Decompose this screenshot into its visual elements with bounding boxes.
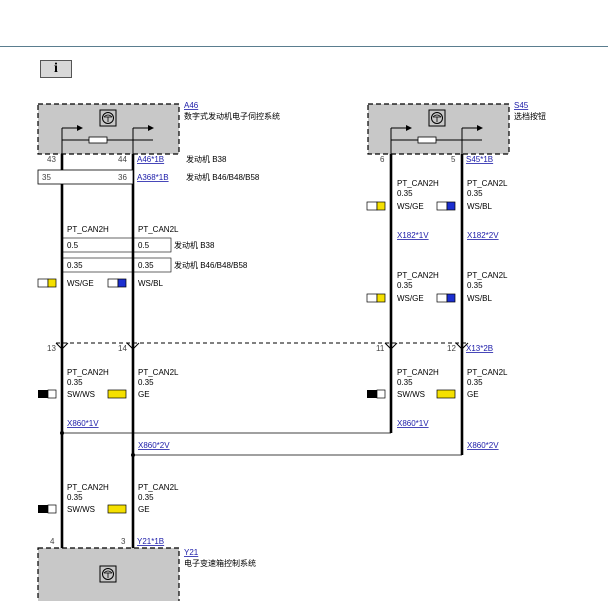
swatch-ws-bl (436, 293, 456, 303)
connector-x13-2b[interactable]: X13*2B (466, 344, 493, 353)
wire-size-l-mid: 0.35 (138, 378, 154, 387)
wire-color-l-r1: WS/BL (467, 202, 492, 211)
engine-label-b38-2: 发动机 B38 (174, 240, 215, 250)
engine-label-b38: 发动机 B38 (186, 154, 227, 164)
wire-color-h-r3: SW/WS (397, 390, 425, 399)
module-s45-id[interactable]: S45 (514, 101, 529, 110)
swatch-ge (107, 389, 127, 399)
swatch-sw-ws (367, 389, 386, 399)
module-s45[interactable] (367, 103, 510, 155)
wire-label-can-h-r3: PT_CAN2H (397, 368, 439, 377)
swatch-ws-bl (436, 201, 456, 211)
wire-size-l-r1: 0.35 (467, 189, 483, 198)
connector-x860-2v-right[interactable]: X860*2V (467, 441, 499, 450)
pin-3: 3 (121, 537, 126, 546)
wire-label-can-h-mid: PT_CAN2H (67, 368, 109, 377)
connector-x182-1v[interactable]: X182*1V (397, 231, 429, 240)
size-row-b46 (61, 257, 172, 273)
wire-label-can-h-r1: PT_CAN2H (397, 179, 439, 188)
connector-s45-1b[interactable]: S45*1B (466, 155, 493, 164)
wire-label-can-l-r1: PT_CAN2L (467, 179, 508, 188)
wire-size-h-mid: 0.35 (67, 378, 83, 387)
wire-color-h-low: SW/WS (67, 505, 95, 514)
connector-x860-2v-left[interactable]: X860*2V (138, 441, 170, 450)
connector-x860-1v-left[interactable]: X860*1V (67, 419, 99, 428)
connector-y21-1b[interactable]: Y21*1B (137, 537, 164, 546)
info-button[interactable]: i (40, 60, 72, 78)
wire-color-l-r3: GE (467, 390, 479, 399)
engine-label-b46: 发动机 B46/B48/B58 (186, 172, 260, 182)
wire-label-can-l-r2: PT_CAN2L (467, 271, 508, 280)
pin-13: 13 (47, 344, 56, 353)
wire-size-l-low: 0.35 (138, 493, 154, 502)
module-y21-desc: 电子变速箱控制系统 (184, 558, 256, 568)
pin-12: 12 (447, 344, 456, 353)
wire-size-h-r1: 0.35 (397, 189, 413, 198)
wire-label-can-l-mid: PT_CAN2L (138, 368, 179, 377)
top-toolbar (0, 0, 608, 47)
wire-label-can-h: PT_CAN2H (67, 225, 109, 234)
pin-6: 6 (380, 155, 385, 164)
wire-color-l-r2: WS/BL (467, 294, 492, 303)
module-s45-desc: 选档按钮 (514, 111, 546, 121)
swatch-sw-ws (38, 389, 57, 399)
module-a46-id[interactable]: A46 (184, 101, 199, 110)
wire-size-l-b38: 0.5 (138, 241, 150, 250)
connector-a368-1b[interactable]: A368*1B (137, 173, 169, 182)
wire-color-h-mid: SW/WS (67, 390, 95, 399)
wire-size-h-b46: 0.35 (67, 261, 83, 270)
module-a46[interactable] (37, 103, 180, 155)
swatch-ge (107, 504, 127, 514)
size-row-b38 (61, 237, 172, 253)
swatch-ws-ge (37, 278, 57, 288)
alt-connector-box (37, 169, 134, 185)
swatch-ge (436, 389, 456, 399)
module-a46-desc: 数字式发动机电子伺控系统 (184, 111, 280, 121)
wire-label-can-l-r3: PT_CAN2L (467, 368, 508, 377)
wire-label-can-l: PT_CAN2L (138, 225, 179, 234)
wire-color-h-r2: WS/GE (397, 294, 424, 303)
connector-x860-1v-right[interactable]: X860*1V (397, 419, 429, 428)
connector-x182-2v[interactable]: X182*2V (467, 231, 499, 240)
swatch-ws-bl (107, 278, 127, 288)
wire-color-h: WS/GE (67, 279, 94, 288)
wire-color-l-low: GE (138, 505, 150, 514)
swatch-sw-ws (38, 504, 57, 514)
wire-color-l: WS/BL (138, 279, 163, 288)
pin-35: 35 (42, 173, 51, 182)
wire-size-l-r3: 0.35 (467, 378, 483, 387)
wire-size-l-b46: 0.35 (138, 261, 154, 270)
engine-label-b46-2: 发动机 B46/B48/B58 (174, 260, 248, 270)
wire-size-h-b38: 0.5 (67, 241, 79, 250)
connector-a46-1b[interactable]: A46*1B (137, 155, 164, 164)
wire-label-can-h-r2: PT_CAN2H (397, 271, 439, 280)
pin-11: 11 (376, 344, 385, 353)
swatch-ws-ge (366, 293, 386, 303)
wire-size-h-r3: 0.35 (397, 378, 413, 387)
swatch-ws-ge (366, 201, 386, 211)
wire-size-h-low: 0.35 (67, 493, 83, 502)
pin-4: 4 (50, 537, 55, 546)
module-y21[interactable] (37, 547, 180, 601)
wire-color-h-r1: WS/GE (397, 202, 424, 211)
pin-44: 44 (118, 155, 127, 164)
pin-36: 36 (118, 173, 127, 182)
pin-5: 5 (451, 155, 456, 164)
wire-size-h-r2: 0.35 (397, 281, 413, 290)
wire-color-l-mid: GE (138, 390, 150, 399)
wire-label-can-h-low: PT_CAN2H (67, 483, 109, 492)
pin-14: 14 (118, 344, 127, 353)
pin-43: 43 (47, 155, 56, 164)
module-y21-id[interactable]: Y21 (184, 548, 199, 557)
wire-label-can-l-low: PT_CAN2L (138, 483, 179, 492)
wire-size-l-r2: 0.35 (467, 281, 483, 290)
